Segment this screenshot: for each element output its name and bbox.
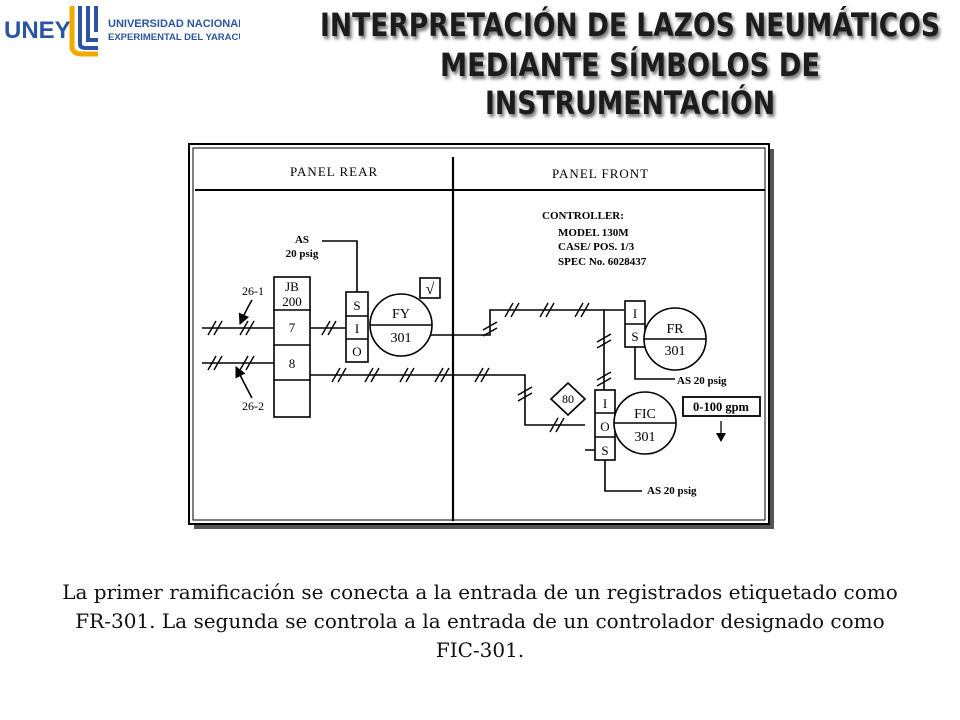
- title-line-1: INTERPRETACIÓN DE LAZOS NEUMÁTICOS: [320, 5, 940, 44]
- diagram-inner-frame: [192, 147, 766, 521]
- arrow-down-icon: [716, 433, 726, 442]
- instrumentation-diagram: PANEL REAR PANEL FRONT CONTROLLER: MODEL…: [188, 143, 774, 529]
- fy-function: FY: [392, 307, 410, 322]
- fic-port-i: I: [603, 396, 607, 411]
- fy-port-o: O: [352, 344, 361, 359]
- terminal-7: 7: [289, 320, 296, 335]
- pneumatic-hatch-marks: [207, 302, 612, 433]
- line-26-2-label: 26-2: [242, 399, 264, 413]
- fic-function: FIC: [634, 407, 656, 422]
- air-supply-fr-label: AS 20 psig: [677, 375, 727, 387]
- logo-line-1: UNIVERSIDAD NACIONAL: [108, 18, 240, 30]
- instrument-fic-301: I O S FIC 301: [594, 389, 677, 461]
- controller-spec: SPEC No. 6028437: [558, 256, 647, 268]
- fr-loop: 301: [665, 344, 686, 359]
- slide-title: INTERPRETACIÓN DE LAZOS NEUMÁTICOS MEDIA…: [320, 5, 940, 122]
- logo-acronym: UNEY: [4, 17, 71, 44]
- line-26-1-label: 26-1: [242, 284, 264, 298]
- panel-front-label: PANEL FRONT: [552, 166, 649, 181]
- fy-computation-box: [419, 277, 441, 299]
- air-supply-fy-pressure: 20 psig: [286, 248, 319, 260]
- instrument-fy-301: S I O FY 301 √: [345, 277, 441, 363]
- air-supply-fic-line: [604, 460, 642, 492]
- junction-box-tag: JB: [285, 279, 299, 294]
- fy-loop: 301: [391, 331, 412, 346]
- fy-port-s: S: [353, 298, 360, 313]
- line-26-1-leader: [238, 299, 253, 326]
- controller-model: MODEL 130M: [558, 227, 629, 239]
- fic-port-s: S: [601, 443, 608, 458]
- air-supply-fic-label: AS 20 psig: [647, 485, 697, 497]
- fy-port-i: I: [355, 321, 359, 336]
- diamond-tag: 80: [562, 392, 574, 406]
- line-26-2-leader: [235, 365, 253, 399]
- terminal-8: 8: [289, 356, 296, 371]
- fr-port-s: S: [631, 329, 638, 344]
- range-indicator: 0-100 gpm: [682, 396, 761, 442]
- fr-function: FR: [666, 322, 684, 337]
- slide-caption: La primer ramificación se conecta a la e…: [20, 578, 940, 665]
- air-supply-fy-line: [322, 240, 358, 292]
- caption-line-2: FR-301. La segunda se controla a la entr…: [75, 609, 885, 633]
- fic-port-o: O: [600, 419, 609, 434]
- panel-rear-label: PANEL REAR: [290, 164, 378, 179]
- interlock-diamond: 80: [549, 381, 587, 417]
- title-line-3: INSTRUMENTACIÓN: [485, 83, 775, 122]
- fr-port-i: I: [633, 306, 637, 321]
- junction-box-number: 200: [282, 294, 302, 309]
- air-supply-fr-line: [634, 347, 675, 380]
- caption-line-3: FIC-301.: [435, 638, 525, 662]
- controller-case: CASE/ POS. 1/3: [558, 241, 635, 253]
- square-root-icon: √: [426, 281, 435, 298]
- logo-line-2: EXPERIMENTAL DEL YARACUY: [108, 32, 240, 43]
- fy-port-block: [345, 291, 369, 363]
- range-label: 0-100 gpm: [693, 400, 749, 414]
- caption-line-1: La primer ramificación se conecta a la e…: [62, 580, 898, 604]
- fic-loop: 301: [635, 430, 656, 445]
- air-supply-fy-label: AS: [295, 234, 309, 246]
- logo-mark-icon: [69, 6, 98, 57]
- controller-heading: CONTROLLER:: [542, 210, 624, 222]
- title-line-2: MEDIANTE SÍMBOLOS DE: [440, 46, 820, 84]
- university-logo: UNEY UNIVERSIDAD NACIONAL EXPERIMENTAL D…: [4, 6, 240, 57]
- junction-box: JB 200 7 8: [273, 276, 311, 418]
